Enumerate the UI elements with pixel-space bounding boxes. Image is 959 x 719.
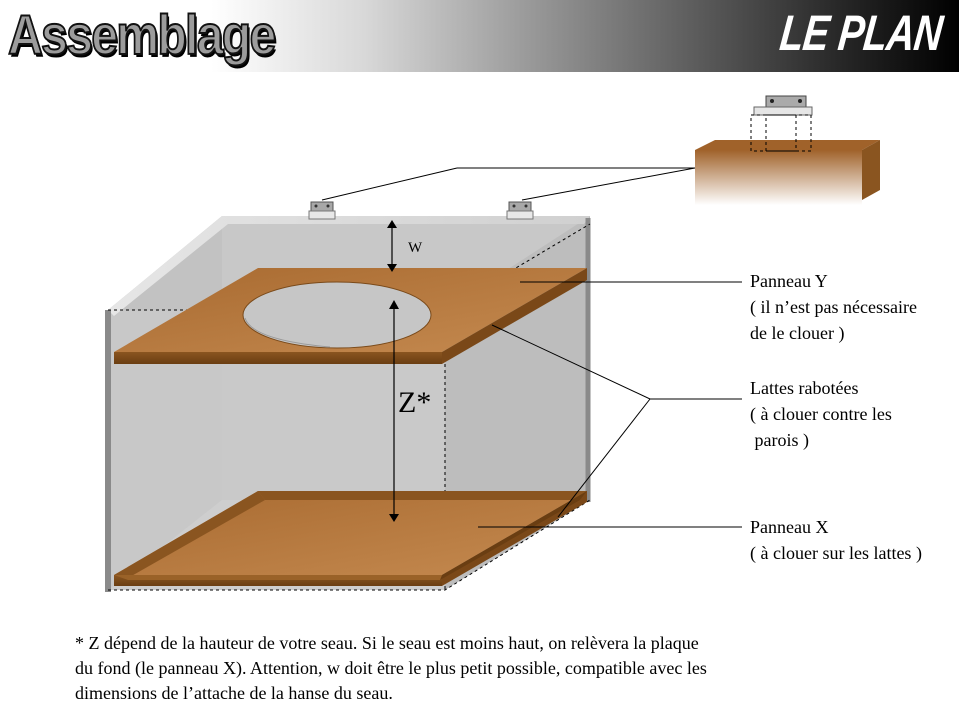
dimension-w <box>387 220 397 272</box>
label-lattes-rabotees: Lattes rabotées ( à clouer contre les pa… <box>750 378 892 450</box>
panel-y <box>114 268 587 364</box>
slat-front <box>114 575 442 580</box>
zoom-lines <box>321 167 696 201</box>
footnote: * Z dépend de la hauteur de votre seau. … <box>75 633 707 703</box>
handle-clip-left <box>308 201 336 220</box>
page-title: Assemblage <box>7 2 277 67</box>
label-panneau-x: Panneau X ( à clouer sur les lattes ) <box>750 517 922 563</box>
dimension-w-label: W <box>408 240 423 256</box>
handle-clip-right <box>506 201 534 220</box>
slat-right <box>440 491 587 580</box>
panel-x <box>114 491 587 586</box>
dimension-z <box>389 300 399 522</box>
bucket-hole <box>242 281 432 349</box>
detail-inset <box>695 95 880 205</box>
slat-back <box>258 491 587 500</box>
leader-lattes-2 <box>557 398 651 518</box>
label-panneau-y: Panneau Y ( il n’est pas nécessaire de l… <box>750 271 917 343</box>
leader-lines <box>478 281 742 528</box>
slat-left <box>114 491 265 578</box>
header-banner: Assemblage LE PLAN <box>0 0 959 72</box>
dimension-z-label: Z* <box>398 386 432 419</box>
